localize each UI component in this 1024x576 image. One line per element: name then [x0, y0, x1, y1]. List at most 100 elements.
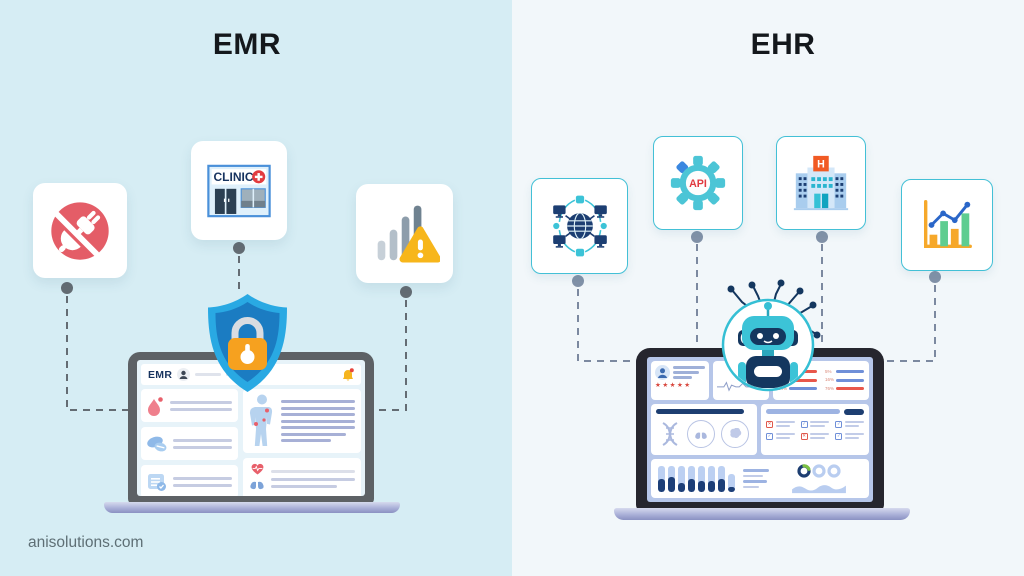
bar: [688, 465, 695, 492]
checklist-item: ✓: [835, 420, 864, 428]
ehr-title: EHR: [750, 28, 816, 61]
stat-bar: [836, 387, 864, 391]
disconnected-plug-icon: [51, 201, 109, 260]
checklist-item: ✓: [800, 420, 830, 428]
bar: [718, 465, 725, 492]
text-line: [742, 469, 769, 472]
checklist-header: [766, 408, 864, 415]
card-growth-analytics: [901, 179, 993, 271]
patient-avatar-icon: [655, 365, 670, 380]
text-line: [844, 437, 860, 440]
text-lines: [810, 421, 830, 428]
bar-segment: [688, 478, 695, 492]
text-lines: [170, 400, 232, 411]
text-line: [775, 433, 795, 436]
prescription-card: [141, 465, 238, 496]
text-lines: [775, 421, 795, 428]
stat-value: 76%: [825, 385, 835, 391]
profile-top: [655, 365, 705, 380]
text-line: [170, 400, 232, 404]
stat-row: 5%: [825, 369, 864, 375]
notification-bell-icon[interactable]: [342, 368, 354, 381]
site-watermark: anisolutions.com: [28, 534, 144, 551]
emr-left-column: [141, 389, 238, 496]
emr-app-title: EMR: [148, 368, 173, 381]
check-checkbox-icon[interactable]: ✓: [835, 420, 843, 428]
vitals-card: [243, 458, 361, 496]
text-line: [810, 437, 825, 440]
connected-network-icon: [552, 195, 607, 257]
card-no-connectivity: [33, 183, 127, 278]
area-wave-icon: [792, 485, 847, 494]
checklist-card: ✕ ✓ ✓ ✓ ✕ ✓: [761, 403, 869, 455]
text-lines: [173, 438, 232, 449]
stat-value: 16%: [825, 377, 835, 383]
api-gear-icon: API: [670, 155, 726, 211]
text-line: [281, 419, 355, 423]
security-shield-lock-icon: [208, 294, 287, 392]
bar: [668, 465, 675, 492]
lungs-icon: [250, 478, 264, 490]
check-checkbox-icon[interactable]: ✓: [835, 432, 843, 440]
text-line: [281, 439, 332, 442]
text-line: [775, 437, 790, 440]
text-line: [271, 470, 355, 473]
clinic-building-icon: CLINIC: [207, 164, 271, 217]
cross-checkbox-icon[interactable]: ✕: [800, 432, 808, 440]
diagnostics-card: [651, 403, 757, 455]
section-title-bar: [656, 408, 745, 414]
text-line: [281, 413, 355, 416]
capsule-bar-chart: [658, 465, 735, 492]
card-hospital: H: [776, 136, 866, 230]
analytics-warning-icon: [377, 205, 440, 262]
blood-record-card: [141, 389, 238, 422]
bar-segment: [678, 482, 685, 492]
donut-wave-group: [777, 463, 863, 494]
bar-segment: [658, 478, 665, 492]
user-avatar-icon: [177, 368, 191, 381]
text-line: [673, 366, 705, 369]
header-button[interactable]: [844, 408, 864, 415]
bar: [658, 465, 665, 492]
text-lines: [844, 433, 864, 440]
text-line: [775, 425, 790, 428]
text-line: [281, 426, 355, 429]
text-line: [271, 477, 355, 481]
checklist-item: ✕: [800, 432, 830, 440]
check-checkbox-icon[interactable]: ✓: [766, 432, 773, 440]
stat-bar: [836, 378, 864, 382]
hospital-building-icon: H: [793, 155, 849, 211]
text-line: [281, 432, 347, 436]
text-lines: [844, 421, 864, 428]
text-lines: [810, 433, 830, 440]
emr-laptop-base: [104, 502, 400, 513]
api-label: API: [689, 178, 707, 190]
text-line: [810, 425, 825, 428]
bar-segment: [718, 478, 725, 492]
text-line: [742, 480, 767, 483]
emr-title: EMR: [212, 28, 282, 61]
text-line: [173, 445, 232, 449]
check-checkbox-icon[interactable]: ✓: [800, 420, 808, 428]
heart-ecg-icon: [251, 463, 263, 475]
checklist-item: ✓: [766, 432, 795, 440]
text-line: [673, 371, 699, 374]
card-clinic: CLINIC: [191, 141, 287, 240]
ai-robot-icon: [721, 279, 821, 392]
emr-right-column: [243, 389, 361, 496]
vitals-icons: [249, 462, 265, 496]
text-line: [173, 438, 232, 442]
text-line: [775, 421, 795, 424]
patient-profile-card: ★★★★★: [651, 361, 709, 400]
human-body-icon: [249, 394, 273, 446]
cross-checkbox-icon[interactable]: ✕: [766, 420, 773, 428]
text-line: [281, 400, 355, 403]
pills-icon: [147, 436, 167, 451]
text-line: [173, 476, 232, 480]
header-text-line: [195, 373, 222, 376]
text-lines: [673, 365, 705, 380]
card-api-integration: API: [653, 136, 743, 230]
text-line: [173, 483, 232, 487]
